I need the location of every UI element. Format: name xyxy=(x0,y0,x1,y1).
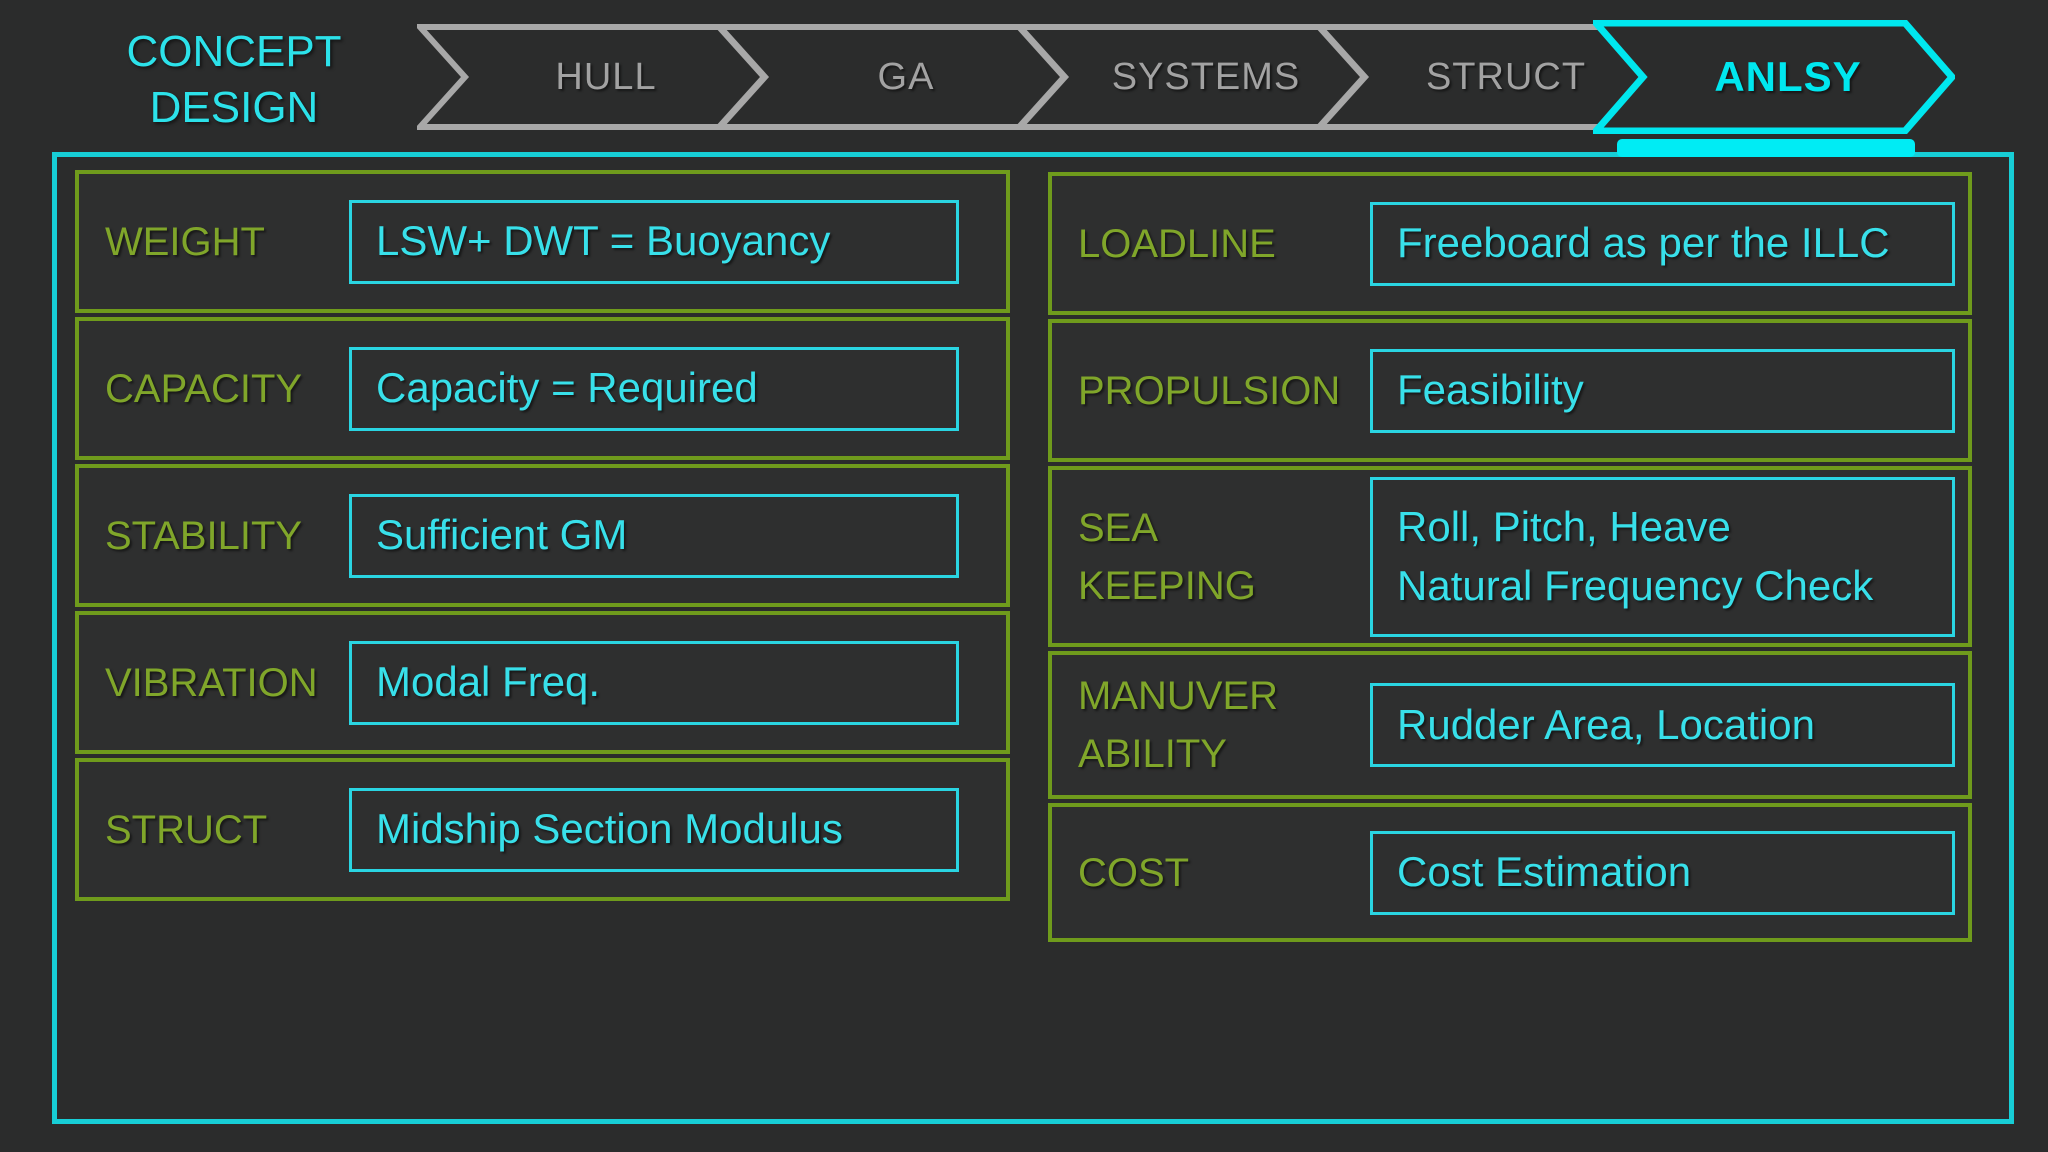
value-text: Rudder Area, Location xyxy=(1397,700,1815,748)
row-capacity: CAPACITY Capacity = Required xyxy=(75,317,1010,460)
value-box-stability: Sufficient GM xyxy=(349,493,959,578)
row-propulsion: PROPULSION Feasibility xyxy=(1048,319,1972,462)
process-step-label: HULL xyxy=(555,55,657,98)
row-weight: WEIGHT LSW+ DWT = Buoyancy xyxy=(75,170,1010,313)
value-text: Capacity = Required xyxy=(376,364,758,412)
slide-title-line2: DESIGN xyxy=(149,83,319,133)
value-box-weight: LSW+ DWT = Buoyancy xyxy=(349,199,959,284)
row-label-struct: STRUCT xyxy=(105,807,268,852)
process-step-label: GA xyxy=(877,55,935,98)
process-step-label: STRUCT xyxy=(1425,55,1587,98)
row-loadline: LOADLINE Freeboard as per the ILLC xyxy=(1048,172,1972,315)
row-label-vibration: VIBRATION xyxy=(105,660,318,705)
row-label-seakeeping: SEA KEEPING xyxy=(1078,505,1256,608)
value-text: Freeboard as per the ILLC xyxy=(1397,219,1890,267)
row-vibration: VIBRATION Modal Freq. xyxy=(75,611,1010,754)
row-seakeeping: SEA KEEPING Roll, Pitch, Heave Natural F… xyxy=(1048,466,1972,647)
value-text: LSW+ DWT = Buoyancy xyxy=(376,217,831,265)
value-text: Feasibility xyxy=(1397,366,1584,414)
row-struct: STRUCT Midship Section Modulus xyxy=(75,758,1010,901)
row-manuverability: MANUVER ABILITY Rudder Area, Location xyxy=(1048,651,1972,799)
process-step-ga[interactable]: GA xyxy=(717,24,1067,130)
process-step-label: ANLSY xyxy=(1714,53,1862,100)
value-box-vibration: Modal Freq. xyxy=(349,640,959,725)
value-box-manuverability: Rudder Area, Location xyxy=(1370,683,1955,767)
active-tab-underline xyxy=(1617,139,1915,157)
value-box-capacity: Capacity = Required xyxy=(349,346,959,431)
value-box-loadline: Freeboard as per the ILLC xyxy=(1370,201,1955,286)
chevron-shape xyxy=(1593,20,1955,134)
row-cost: COST Cost Estimation xyxy=(1048,803,1972,942)
row-label-manuverability: MANUVER ABILITY xyxy=(1078,674,1279,776)
value-box-propulsion: Feasibility xyxy=(1370,348,1955,433)
value-box-cost: Cost Estimation xyxy=(1370,830,1955,915)
value-text: Cost Estimation xyxy=(1397,848,1692,896)
row-label-propulsion: PROPULSION xyxy=(1078,368,1341,413)
row-label-loadline: LOADLINE xyxy=(1078,221,1276,266)
process-step-label: SYSTEMS xyxy=(1111,55,1301,98)
value-text: Modal Freq. xyxy=(376,658,601,706)
slide-title-line1: CONCEPT xyxy=(126,27,342,76)
row-label-cost: COST xyxy=(1078,850,1190,895)
process-step-anlsy-active[interactable]: ANLSY xyxy=(1593,20,1955,134)
row-label-capacity: CAPACITY xyxy=(105,366,303,411)
process-step-systems[interactable]: SYSTEMS xyxy=(1017,24,1367,130)
value-box-struct: Midship Section Modulus xyxy=(349,787,959,872)
row-label-weight: WEIGHT xyxy=(105,219,265,264)
left-requirements-column: WEIGHT LSW+ DWT = Buoyancy CAPACITY Capa… xyxy=(75,170,1010,901)
value-text: Midship Section Modulus xyxy=(376,805,843,853)
process-step-hull[interactable]: HULL xyxy=(417,24,767,130)
row-label-stability: STABILITY xyxy=(105,513,303,558)
analysis-panel-frame xyxy=(52,152,2014,1124)
value-box-seakeeping: Roll, Pitch, Heave Natural Frequency Che… xyxy=(1370,476,1955,637)
right-requirements-column: LOADLINE Freeboard as per the ILLC PROPU… xyxy=(1048,172,1972,942)
row-stability: STABILITY Sufficient GM xyxy=(75,464,1010,607)
value-text: Sufficient GM xyxy=(376,511,628,559)
value-text: Roll, Pitch, Heave Natural Frequency Che… xyxy=(1397,502,1874,609)
slide-title: CONCEPT DESIGN xyxy=(58,24,410,137)
